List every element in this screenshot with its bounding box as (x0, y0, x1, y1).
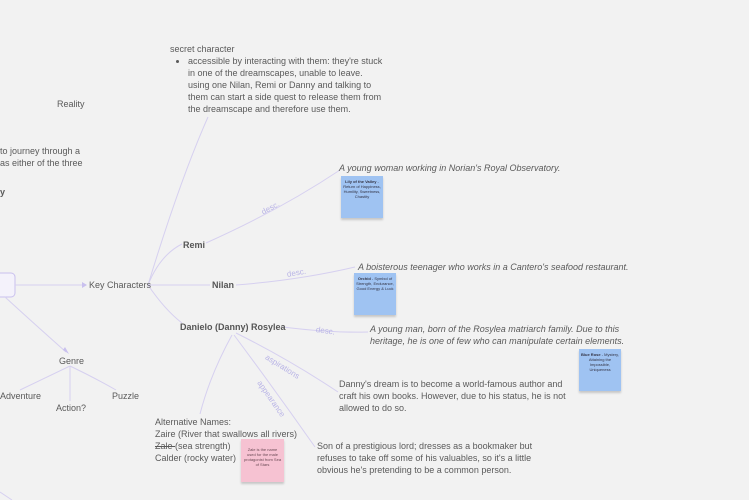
sticky-note-orchid[interactable]: Orchid - Symbol of Strength, Endurance, … (354, 273, 396, 315)
remi-description[interactable]: A young woman working in Norian's Royal … (339, 163, 561, 173)
blue-rose-note-title: Blue Rose (581, 352, 601, 357)
alt-names-title[interactable]: Alternative Names: (155, 417, 232, 427)
orchid-note-body: - Symbol of Strength, Endurance, Good En… (356, 276, 394, 291)
edge-genre-adventure (19, 365, 71, 391)
appearance-line-3[interactable]: obvious he's pretending to be a common p… (317, 465, 512, 475)
node-reality[interactable]: Reality (57, 99, 85, 109)
sticky-note-zale[interactable]: Zale is the name used for the male prota… (241, 439, 284, 482)
node-puzzle[interactable]: Puzzle (112, 391, 140, 401)
secret-line-4: them can start a side quest to release t… (188, 92, 382, 102)
node-remi[interactable]: Remi (183, 240, 206, 250)
secret-line-3: using one Nilan, Remi or Danny and talki… (188, 80, 372, 90)
sticky-note-lily[interactable]: Lily of the Valley - Return of Happiness… (341, 176, 383, 218)
aspirations-line-1[interactable]: Danny's dream is to become a world-famou… (339, 379, 563, 389)
left-fragment-1: to journey through a (0, 146, 81, 156)
central-node-box[interactable] (0, 272, 16, 298)
left-fragment-2: as either of the three (0, 158, 83, 168)
alt-names-line-2-rest: (sea strength) (175, 441, 231, 451)
secret-bullet: accessible by interacting with them: the… (188, 55, 382, 115)
alt-names-line-2[interactable]: Zale (sea strength) (155, 440, 231, 452)
edge-nilan-desc (235, 266, 356, 286)
arrow-key (82, 282, 87, 288)
sticky-note-blue-rose[interactable]: Blue Rose - Mystery, Attaining the Impos… (579, 349, 621, 391)
appearance-line-1[interactable]: Son of a prestigious lord; dresses as a … (317, 441, 533, 451)
node-action[interactable]: Action? (56, 403, 87, 413)
edge-key-secret (147, 116, 209, 286)
danny-description-line-2[interactable]: heritage, he is one of few who can manip… (370, 336, 625, 346)
secret-line-1: accessible by interacting with them: the… (188, 56, 383, 66)
edge-danny-aspirations (235, 332, 339, 393)
appearance-line-2[interactable]: refuses to take off some of his valuable… (317, 453, 532, 463)
zale-note-body: Zale is the name used for the male prota… (243, 447, 282, 467)
node-nilan[interactable]: Nilan (212, 280, 235, 290)
danny-description-line-1[interactable]: A young man, born of the Rosylea matriar… (370, 324, 620, 334)
edge-key-danny (147, 284, 183, 324)
secret-line-5: the dreamscape and therefore use them. (188, 104, 351, 114)
edge-genre-puzzle (69, 365, 117, 391)
aspirations-line-2[interactable]: craft his own books. However, due to his… (339, 391, 566, 401)
edge-key-remi (147, 243, 183, 286)
alt-names-line-1[interactable]: Zaire (River that swallows all rivers) (155, 429, 298, 439)
node-danielo[interactable]: Danielo (Danny) Rosylea (180, 322, 286, 332)
secret-line-2: in one of the dreamscapes, unable to lea… (188, 68, 363, 78)
node-genre[interactable]: Genre (59, 356, 85, 366)
node-adventure[interactable]: Adventure (0, 391, 42, 401)
edge-central-genre (4, 296, 67, 353)
left-fragment-3: y (0, 187, 6, 197)
node-secret-character[interactable]: secret character (170, 44, 235, 54)
secret-character-notes: accessible by interacting with them: the… (170, 55, 382, 115)
lily-note-title: Lily of the Valley (345, 179, 377, 184)
edge-danny-appearance (233, 334, 316, 448)
lily-note-body: - Return of Happiness, Humility, Sweetne… (343, 179, 381, 199)
edge-remi-desc (205, 169, 341, 244)
orchid-note-title: Orchid (357, 276, 371, 281)
nilan-description[interactable]: A boisterous teenager who works in a Can… (358, 262, 629, 272)
edge-danny-altnames (199, 334, 233, 415)
arrow-genre (63, 347, 69, 354)
edge-lower-left (0, 491, 13, 500)
alt-names-line-3[interactable]: Calder (rocky water) (155, 453, 237, 463)
node-key-characters[interactable]: Key Characters (89, 280, 152, 290)
edge-danny-desc (282, 326, 369, 333)
aspirations-line-3[interactable]: allowed to do so. (339, 403, 407, 413)
blue-rose-note-body: - Mystery, Attaining the Impossible, Uni… (588, 352, 619, 372)
alt-names-struck: Zale (155, 441, 176, 451)
